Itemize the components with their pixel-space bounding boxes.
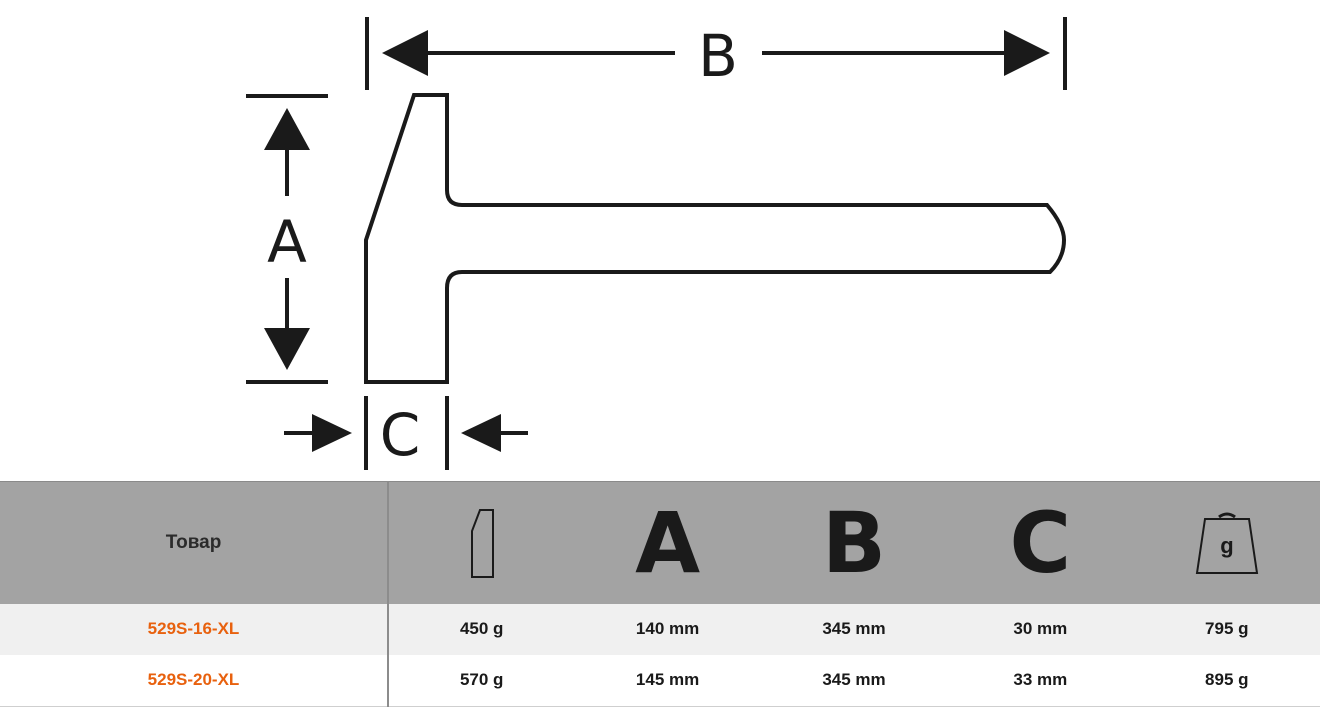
header-c-letter: C xyxy=(1009,493,1072,592)
spec-table: Товар A B C g 529S-16-XL 450 g 140 mm 34… xyxy=(0,481,1320,707)
a-arrowhead-down-icon xyxy=(264,328,310,370)
dimension-label-b: B xyxy=(698,22,738,90)
product-sku[interactable]: 529S-16-XL xyxy=(0,603,389,655)
head-weight-value: 450 g xyxy=(459,619,504,638)
c-value: 30 mm xyxy=(1013,619,1068,638)
hammer-dimension-diagram: B A C xyxy=(246,17,1067,470)
header-b-letter: B xyxy=(821,493,886,592)
a-value: 145 mm xyxy=(635,670,700,690)
header-total-weight: g xyxy=(1133,481,1320,604)
c-value: 33 mm xyxy=(1013,670,1068,690)
a-arrowhead-up-icon xyxy=(264,108,310,150)
c-arrowhead-right-icon xyxy=(312,414,352,452)
hammer-head-icon xyxy=(470,508,494,578)
header-head-weight xyxy=(388,481,575,604)
a-value: 140 mm xyxy=(635,619,700,638)
table-row: 529S-16-XL 450 g 140 mm 345 mm 30 mm 795… xyxy=(0,603,1320,655)
product-sku[interactable]: 529S-20-XL xyxy=(0,654,389,707)
total-weight-value: 895 g xyxy=(1205,670,1249,690)
b-arrowhead-right-icon xyxy=(1004,30,1050,76)
header-a: A xyxy=(574,481,761,604)
table-header-row: Товар A B C g xyxy=(0,481,1320,604)
dimension-label-c: C xyxy=(380,401,421,469)
header-c: C xyxy=(947,481,1134,604)
b-value: 345 mm xyxy=(822,670,886,690)
b-value: 345 mm xyxy=(822,619,886,638)
header-b: B xyxy=(760,481,948,604)
hammer-outline xyxy=(364,93,1067,384)
total-weight-value: 795 g xyxy=(1205,619,1249,638)
weight-icon: g xyxy=(1195,512,1258,574)
weight-icon-label: g xyxy=(1220,533,1233,558)
head-weight-value: 570 g xyxy=(459,670,504,690)
table-row: 529S-20-XL 570 g 145 mm 345 mm 33 mm 895… xyxy=(0,654,1320,707)
header-a-letter: A xyxy=(635,493,701,592)
b-arrowhead-left-icon xyxy=(382,30,428,76)
dimension-label-a: A xyxy=(267,208,307,276)
header-product: Товар xyxy=(0,481,389,604)
c-arrowhead-left-icon xyxy=(461,414,501,452)
